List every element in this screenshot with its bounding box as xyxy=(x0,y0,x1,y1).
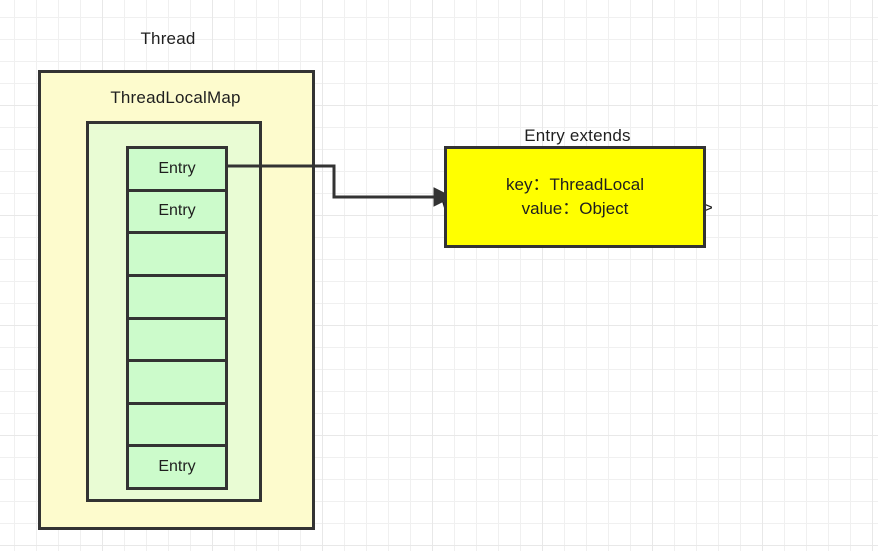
threadlocalmap-label: ThreadLocalMap xyxy=(110,88,241,107)
entry-cell[interactable]: Entry xyxy=(129,191,225,235)
entry-cell[interactable] xyxy=(129,319,225,363)
value-line: value：Object xyxy=(521,199,629,218)
entry-cell[interactable] xyxy=(129,276,225,320)
key-line: key：ThreadLocal xyxy=(506,175,644,194)
entry-cell[interactable]: Entry xyxy=(129,447,225,487)
entry-cell[interactable] xyxy=(129,234,225,277)
thread-label: Thread xyxy=(140,29,196,48)
entry-cell[interactable] xyxy=(129,404,225,448)
entry-cell[interactable]: Entry xyxy=(129,149,225,192)
entry-cell[interactable] xyxy=(129,362,225,405)
key-value-box: key：ThreadLocal value：Object xyxy=(444,146,706,248)
entry-caption-line-1: Entry extends xyxy=(524,126,631,145)
entry-table: Entry Entry Entry xyxy=(126,146,228,490)
